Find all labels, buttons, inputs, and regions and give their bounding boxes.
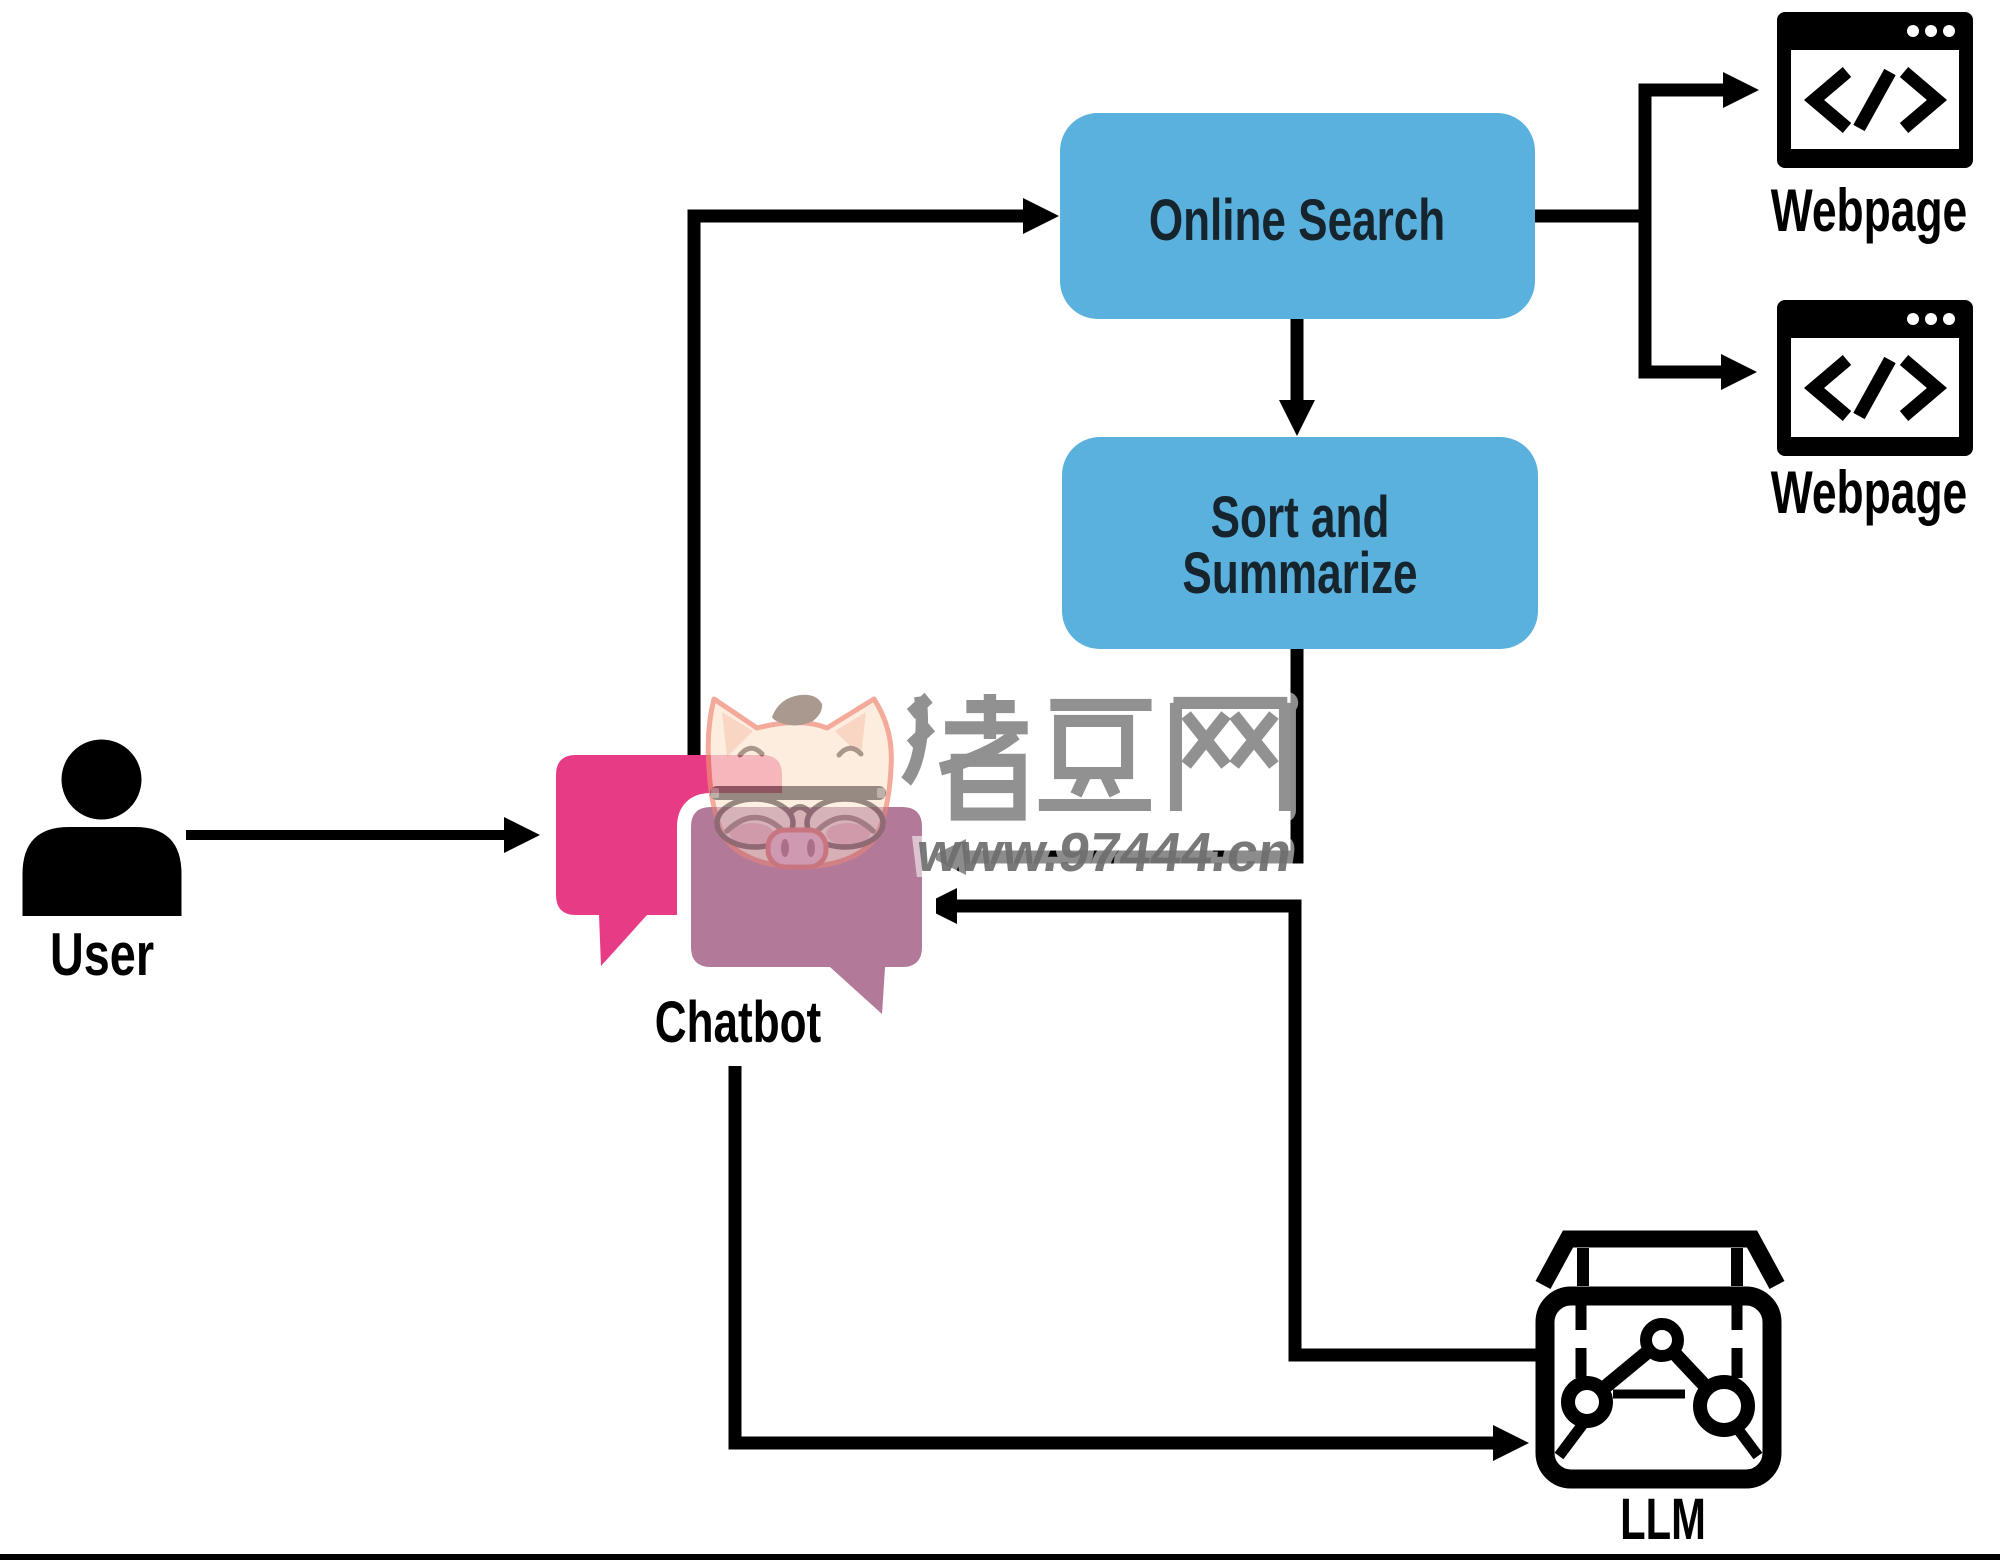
svg-text:Webpage: Webpage (1771, 178, 1968, 245)
svg-text:Chatbot: Chatbot (655, 989, 821, 1054)
svg-text:Summarize: Summarize (1182, 540, 1417, 605)
svg-text:www.97444.cn: www.97444.cn (912, 821, 1296, 883)
svg-text:Online Search: Online Search (1149, 187, 1445, 252)
svg-text:Sort and: Sort and (1211, 484, 1390, 549)
svg-text:www.97444.cn: www.97444.cn (912, 821, 1296, 883)
svg-text:Webpage: Webpage (1771, 460, 1968, 527)
svg-text:LLM: LLM (1620, 1486, 1706, 1551)
svg-text:User: User (50, 921, 154, 988)
